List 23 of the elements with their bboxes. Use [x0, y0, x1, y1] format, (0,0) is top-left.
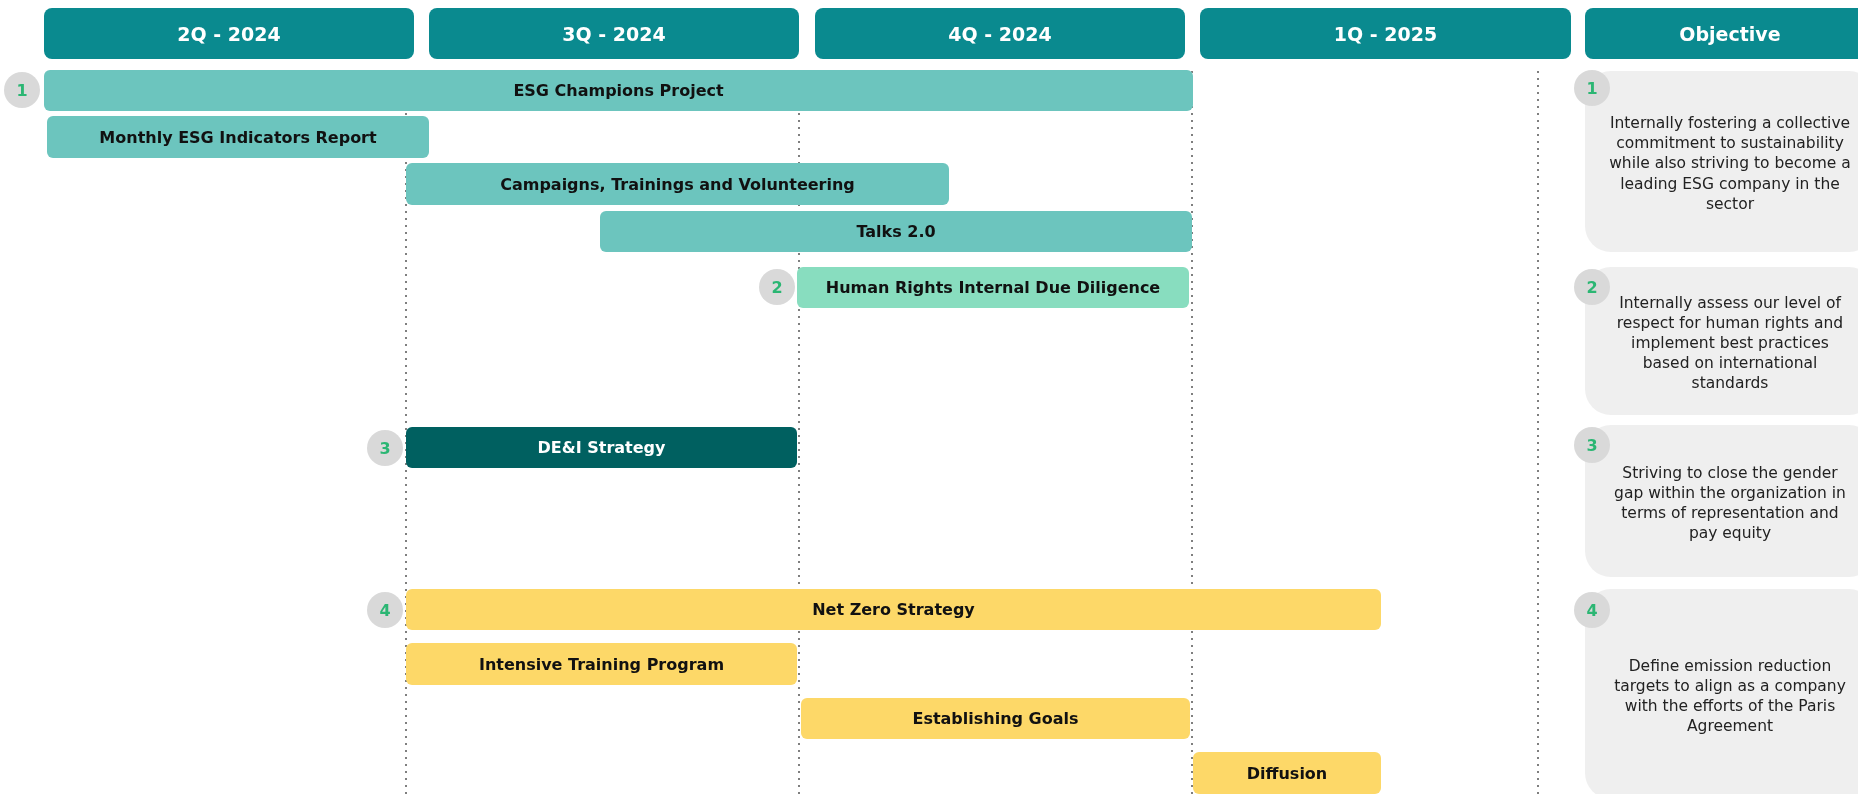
task-bar: Diffusion — [1193, 752, 1381, 794]
quarter-header: 4Q - 2024 — [815, 8, 1185, 59]
task-bar: Establishing Goals — [801, 698, 1190, 739]
task-bar: Intensive Training Program — [406, 643, 797, 685]
number-badge: 1 — [1574, 70, 1610, 106]
quarter-header: 1Q - 2025 — [1200, 8, 1571, 59]
task-bar: DE&I Strategy — [406, 427, 797, 468]
number-badge: 4 — [367, 592, 403, 628]
task-bar: ESG Champions Project — [44, 70, 1193, 111]
task-bar: Monthly ESG Indicators Report — [47, 116, 429, 158]
number-badge: 2 — [1574, 269, 1610, 305]
quarter-header: 2Q - 2024 — [44, 8, 414, 59]
task-bar: Talks 2.0 — [600, 211, 1192, 252]
number-badge: 3 — [1574, 427, 1610, 463]
task-bar: Campaigns, Trainings and Volunteering — [406, 163, 949, 205]
number-badge: 4 — [1574, 592, 1610, 628]
task-bar: Net Zero Strategy — [406, 589, 1381, 630]
column-header: Objective — [1585, 8, 1858, 59]
number-badge: 1 — [4, 72, 40, 108]
number-badge: 3 — [367, 430, 403, 466]
task-bar: Human Rights Internal Due Diligence — [797, 267, 1189, 308]
number-badge: 2 — [759, 269, 795, 305]
quarter-header: 3Q - 2024 — [429, 8, 799, 59]
